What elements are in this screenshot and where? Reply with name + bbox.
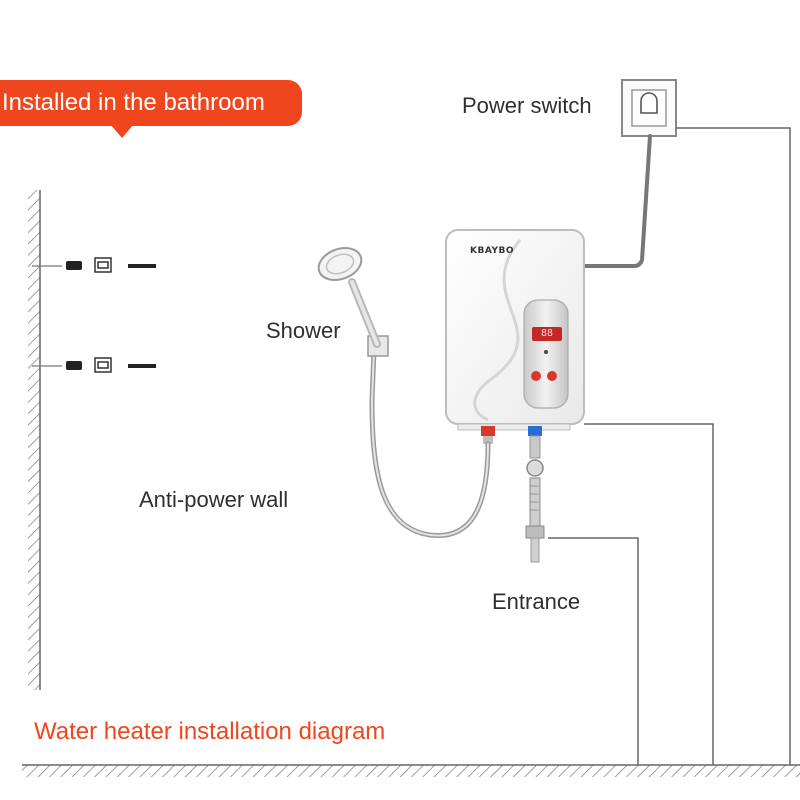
diagram-caption: Water heater installation diagram xyxy=(34,718,386,745)
floor-hatch xyxy=(22,764,800,777)
label-shower: Shower xyxy=(266,318,341,343)
power-cable xyxy=(582,134,652,268)
label-entrance: Entrance xyxy=(492,589,581,614)
leader-lines xyxy=(548,127,791,765)
hot-water-outlet xyxy=(481,426,495,444)
water-heater xyxy=(445,229,585,431)
mounting-screw-upper xyxy=(32,257,156,273)
heater-display: 88 xyxy=(532,327,562,341)
label-power-switch: Power switch xyxy=(462,93,592,118)
power-switch-icon xyxy=(621,79,677,137)
anti-power-wall-hatch xyxy=(28,190,41,690)
banner-tail xyxy=(110,124,134,138)
label-anti-power-wall: Anti-power wall xyxy=(139,487,289,512)
mounting-screw-lower xyxy=(32,357,156,373)
shower-head-icon xyxy=(317,247,389,357)
banner-installed-in-bathroom: Installed in the bathroom xyxy=(0,80,302,126)
cold-water-inlet xyxy=(525,426,545,563)
heater-brand: KBAYBO xyxy=(470,246,514,256)
